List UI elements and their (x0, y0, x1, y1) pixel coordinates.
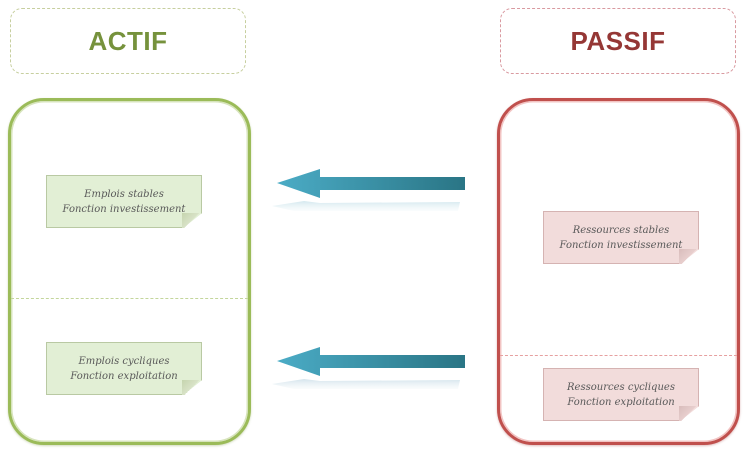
emplois-cycliques-note: Emplois cycliques Fonction exploitation (46, 342, 202, 395)
arrow-body (277, 169, 465, 198)
ressources-stables-function: Fonction investissement (559, 239, 683, 251)
actif-divider (11, 298, 248, 299)
ressources-stables-label: Ressources stables (572, 224, 670, 236)
emplois-stables-function: Fonction investissement (62, 203, 186, 215)
arrow-left-stables-icon (272, 169, 465, 211)
actif-header: ACTIF (10, 8, 246, 74)
passif-divider (500, 355, 737, 356)
passif-title: PASSIF (570, 25, 666, 56)
emplois-cycliques-label: Emplois cycliques (78, 355, 170, 367)
emplois-stables-label: Emplois stables (84, 188, 164, 200)
arrow-body (277, 347, 465, 376)
ressources-cycliques-label: Ressources cycliques (567, 381, 675, 393)
emplois-cycliques-function: Fonction exploitation (70, 370, 178, 382)
passif-header: PASSIF (500, 8, 736, 74)
ressources-stables-note: Ressources stables Fonction investisseme… (543, 211, 699, 264)
ressources-cycliques-note: Ressources cycliques Fonction exploitati… (543, 368, 699, 421)
arrow-left-cycliques-icon (272, 347, 465, 389)
ressources-cycliques-function: Fonction exploitation (567, 396, 675, 408)
arrow-reflection (272, 379, 460, 389)
actif-title: ACTIF (88, 25, 168, 56)
arrow-reflection (272, 201, 460, 211)
emplois-stables-note: Emplois stables Fonction investissement (46, 175, 202, 228)
